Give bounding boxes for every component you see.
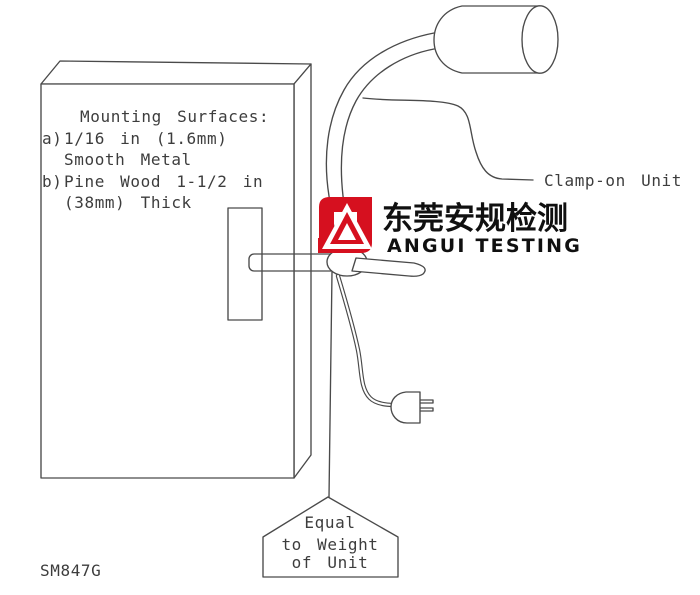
- leader-line: [362, 97, 534, 181]
- watermark-en-text: ANGUI TESTING: [387, 235, 582, 257]
- weight-label-line1: Equal: [304, 513, 355, 532]
- angui-watermark: 东莞安规检测 ANGUI TESTING: [318, 197, 582, 257]
- weight-label-line3: of Unit: [292, 553, 369, 572]
- lamp-head-face: [521, 5, 559, 74]
- clamp-lever: [351, 257, 426, 277]
- test-cabinet: [40, 60, 312, 479]
- cabinet-front-face: [40, 83, 295, 479]
- clamp-on-label: Clamp-on Unit: [544, 171, 682, 190]
- figure-id: SM847G: [40, 561, 101, 580]
- watermark-cn-text: 东莞安规检测: [382, 201, 568, 236]
- plug-body: [390, 391, 421, 424]
- weight-label-line2: to Weight: [281, 535, 378, 554]
- cabinet-top-face: [40, 60, 312, 85]
- power-cord: [335, 273, 398, 408]
- power-plug: [390, 391, 434, 424]
- mounting-note: Mounting Surfaces: a) 1/16 in (1.6mm) Sm…: [42, 107, 269, 212]
- weight-label: Equal to Weight of Unit: [281, 513, 378, 572]
- item-b-prefix: b): [42, 172, 62, 191]
- hang-string: [328, 271, 333, 498]
- lamp-head-body: [433, 5, 540, 74]
- logo-triangle-inner: [338, 223, 356, 240]
- item-a-line2: Smooth Metal: [64, 150, 192, 169]
- item-a-line1: 1/16 in (1.6mm): [64, 129, 228, 148]
- weight-pentagon: [262, 496, 399, 578]
- mounting-title: Mounting Surfaces:: [80, 107, 269, 126]
- item-b-line2: (38mm) Thick: [64, 193, 192, 212]
- angui-logo-icon: [318, 197, 372, 253]
- item-a-prefix: a): [42, 129, 62, 148]
- item-b-line1: Pine Wood 1-1/2 in: [64, 172, 263, 191]
- logo-s-top: [319, 197, 372, 241]
- lamp-head: [433, 5, 559, 74]
- mounting-plate: [227, 207, 263, 321]
